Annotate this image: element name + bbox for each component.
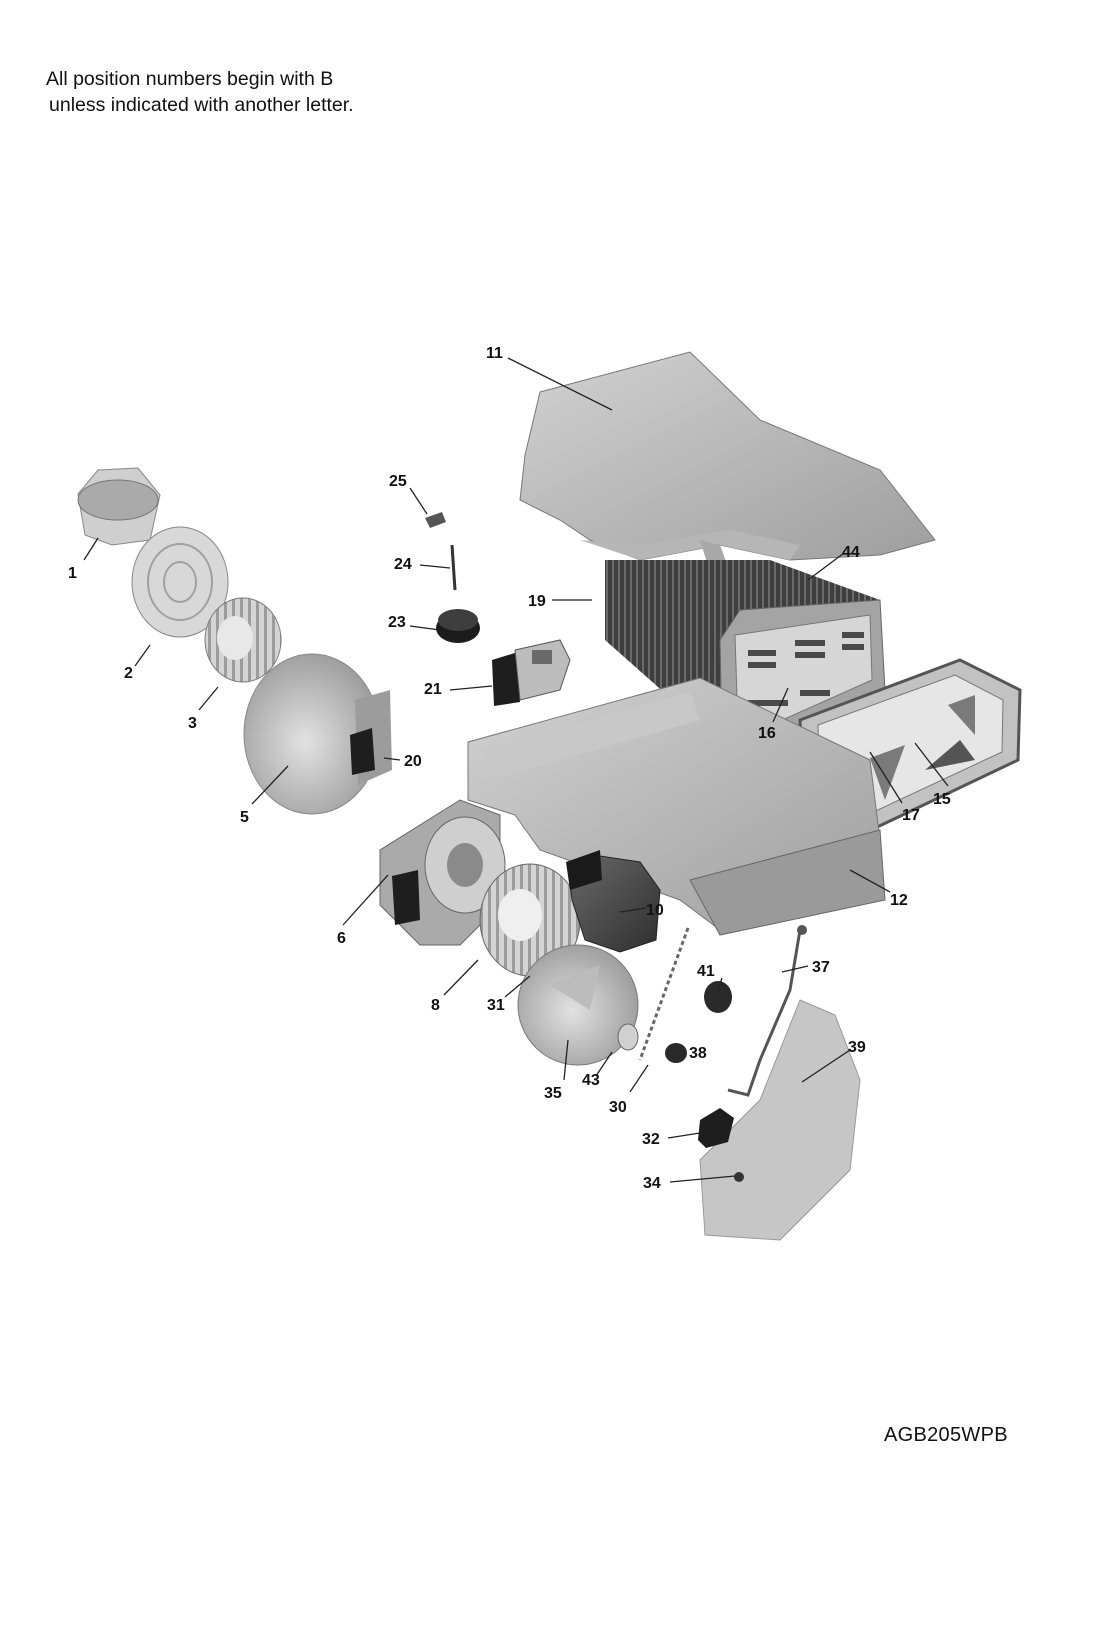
callout-10: 10 <box>646 902 664 919</box>
callout-8: 8 <box>431 997 440 1014</box>
callout-32: 32 <box>642 1131 660 1148</box>
callout-1: 1 <box>68 565 77 582</box>
callout-21: 21 <box>424 681 442 698</box>
note-line-1: All position numbers begin with B <box>46 68 334 90</box>
part-blower-scroll <box>566 850 661 953</box>
callout-35: 35 <box>544 1085 562 1102</box>
callout-17: 17 <box>902 807 920 824</box>
part-motor <box>379 799 506 946</box>
leader-lines <box>83 357 949 1183</box>
part-clip <box>425 512 446 528</box>
part-pin <box>450 544 457 591</box>
callout-11: 11 <box>486 345 503 362</box>
callout-19: 19 <box>528 593 546 610</box>
callout-labels: 11 25 1 24 44 19 23 2 21 3 16 20 5 17 15… <box>68 345 951 1192</box>
callout-39: 39 <box>848 1039 866 1056</box>
callout-16: 16 <box>758 725 776 742</box>
callout-2: 2 <box>124 665 133 682</box>
callout-15: 15 <box>933 791 951 808</box>
part-control-module <box>492 639 571 706</box>
callout-30: 30 <box>609 1099 627 1116</box>
callout-20: 20 <box>404 753 422 770</box>
callout-24: 24 <box>394 556 412 573</box>
part-washer <box>617 1023 639 1051</box>
callout-41: 41 <box>697 963 715 980</box>
diagram-note: All position numbers begin with B unless… <box>46 66 354 118</box>
model-number: AGB205WPB <box>884 1424 1008 1446</box>
part-top-cover <box>519 351 936 605</box>
callout-3: 3 <box>188 715 197 732</box>
part-fan-wheel-small <box>204 597 282 683</box>
part-duct-ring <box>77 467 161 546</box>
part-housing-cover <box>517 944 639 1066</box>
callout-37: 37 <box>812 959 830 976</box>
part-plug-large <box>704 981 732 1013</box>
callout-12: 12 <box>890 892 908 909</box>
part-screw <box>734 1172 744 1182</box>
callout-44: 44 <box>842 544 860 561</box>
callout-25: 25 <box>389 473 407 490</box>
callout-23: 23 <box>388 614 406 631</box>
part-grille <box>131 526 229 638</box>
part-blower-wheel <box>479 863 581 977</box>
part-control-knob <box>698 1108 734 1148</box>
callout-38: 38 <box>689 1045 707 1062</box>
part-plug-small <box>665 1043 687 1063</box>
callout-43: 43 <box>582 1072 600 1089</box>
callout-31: 31 <box>487 997 505 1014</box>
callout-5: 5 <box>240 809 249 826</box>
part-rod <box>638 927 690 1061</box>
note-line-2: unless indicated with another letter. <box>49 94 354 116</box>
part-base-tray <box>467 677 886 936</box>
part-dome-housing <box>243 653 392 815</box>
callout-6: 6 <box>337 930 346 947</box>
callout-34: 34 <box>643 1175 661 1192</box>
part-fuse <box>350 728 375 775</box>
